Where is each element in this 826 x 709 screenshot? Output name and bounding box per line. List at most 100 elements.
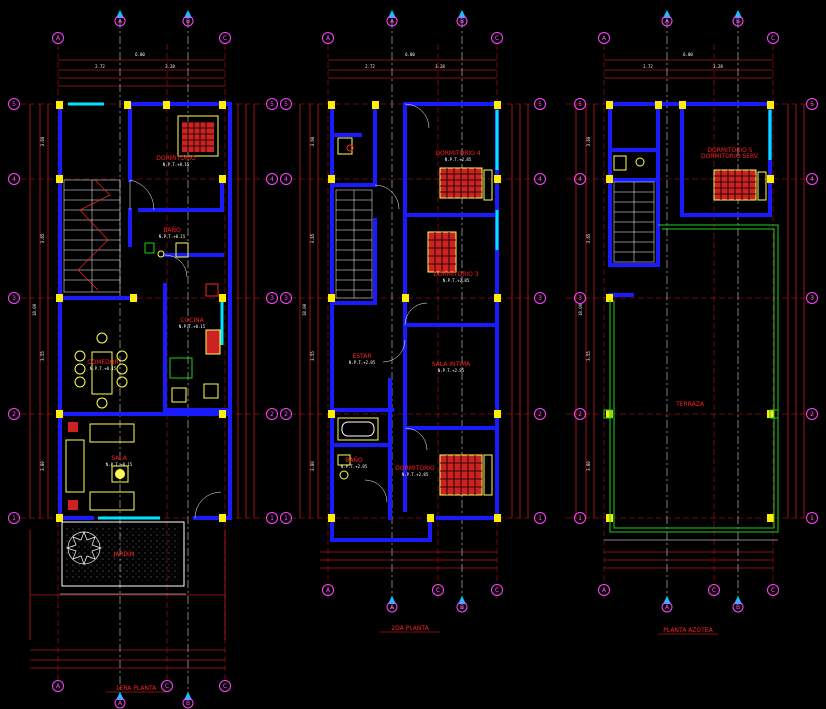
- axis-row-right-2-1: 4: [806, 173, 818, 185]
- axis-row-left-2-1-label: 4: [578, 176, 582, 183]
- plan1-garden-border: [61, 521, 185, 587]
- axis-c-bottom-2: C: [708, 584, 720, 596]
- dim-side-total-1: 18.00: [302, 303, 307, 316]
- axis-a-top-0-label: A: [56, 35, 61, 42]
- axis-row-right-0-3-label: 2: [270, 411, 274, 418]
- room-name-1-3: ESTAR: [352, 353, 371, 360]
- axis-row-right-1-1: 4: [534, 173, 546, 185]
- axis-row-right-0-1: 4: [266, 173, 278, 185]
- axis-row-right-1-3: 2: [534, 408, 546, 420]
- axis-a-mid-bottom-2: A: [661, 596, 673, 613]
- room-level-1-0: N.P.T.+2.85: [445, 157, 472, 162]
- dim-top-total-1: 6.00: [405, 52, 415, 57]
- axis-a-bottom-0-label: A: [56, 683, 61, 690]
- dim-row-span-1-3: 3.80: [310, 461, 315, 471]
- dim-row-span-1-1: 3.65: [310, 233, 315, 243]
- axis-a-mid-top-2: A: [661, 10, 673, 27]
- axis-row-left-1-1-label: 4: [284, 176, 288, 183]
- dim-top-total-0: 6.00: [135, 52, 145, 57]
- axis-row-right-0-4-label: 1: [270, 515, 274, 522]
- axis-a-top-1-label: A: [326, 35, 331, 42]
- axis-c-bottom-0: C: [161, 680, 173, 692]
- axis-c-bottom-1-label: C: [436, 587, 440, 594]
- dim-row-span-0-1: 3.65: [40, 233, 45, 243]
- plan-title-0: 1ERA PLANTA: [116, 685, 157, 692]
- axis-row-right-0-2: 3: [266, 292, 278, 304]
- dim-row-span-0-3: 3.80: [40, 461, 45, 471]
- dim-row-span-0-0: 3.60: [40, 136, 45, 146]
- axis-row-left-0-3-label: 2: [12, 411, 16, 418]
- room-level-1-4: N.P.T.+2.85: [341, 464, 368, 469]
- axis-c2-bottom-1-label: C: [495, 587, 499, 594]
- axis-a-top-1: A: [322, 32, 334, 44]
- axis-a-bottom-1-label: A: [326, 587, 331, 594]
- axis-row-left-2-3-label: 2: [578, 411, 582, 418]
- dim-top-b-0: 3.28: [165, 64, 175, 69]
- axis-row-left-1-3: 2: [280, 408, 292, 420]
- axis-row-left-2-1: 4: [574, 173, 586, 185]
- axis-row-left-1-2: 3: [280, 292, 292, 304]
- axis-c-bottom-0-label: C: [165, 683, 169, 690]
- axis-row-left-0-2: 3: [8, 292, 20, 304]
- room-level-2-0: DORMITORIO SERV.: [701, 153, 759, 160]
- room-level-1-1: N.P.T.+2.85: [443, 278, 470, 283]
- plan2-walls: [330, 102, 499, 542]
- plan2-beds: [337, 137, 493, 496]
- axis-row-right-2-3-label: 2: [810, 411, 814, 418]
- dim-top-a-2: 2.72: [643, 64, 653, 69]
- plan1-doors: [129, 179, 222, 519]
- axis-row-left-0-0-label: 5: [12, 101, 16, 108]
- axis-row-right-1-2-label: 3: [538, 295, 542, 302]
- room-name-0-3: COMEDOR: [87, 359, 118, 366]
- axis-a-bottom-1: A: [322, 584, 334, 596]
- axis-row-left-2-4: 1: [574, 512, 586, 524]
- room-name-2-0: DORMITORIO 5: [707, 147, 752, 154]
- room-level-1-3: N.P.T.+2.85: [349, 360, 376, 365]
- axis-row-left-2-3: 2: [574, 408, 586, 420]
- room-name-2-1: TERRAZA: [675, 401, 705, 408]
- plan1-furniture: [65, 115, 221, 511]
- axis-a-mid-top-2-label: A: [665, 18, 670, 25]
- axis-row-left-2-2: 3: [574, 292, 586, 304]
- axis-b-mid-top-0-label: B: [186, 18, 190, 25]
- axis-row-left-0-3: 2: [8, 408, 20, 420]
- axis-row-left-1-3-label: 2: [284, 411, 288, 418]
- axis-row-left-2-2-label: 3: [578, 295, 582, 302]
- axis-a-bottom-2: A: [598, 584, 610, 596]
- axis-row-left-1-2-label: 3: [284, 295, 288, 302]
- plan-first-floor: [20, 20, 270, 700]
- axis-a-top-2-label: A: [602, 35, 607, 42]
- plan1-stairs: [63, 179, 121, 293]
- axis-b-mid-top-2-label: B: [736, 18, 740, 25]
- axis-c2-bottom-2-label: C: [771, 587, 775, 594]
- room-name-1-4: BAÑO: [345, 457, 363, 464]
- axis-row-left-1-0: 5: [280, 98, 292, 110]
- room-name-0-1: BAÑO: [163, 227, 181, 234]
- axis-row-right-2-0-label: 5: [810, 101, 814, 108]
- axis-row-right-1-3-label: 2: [538, 411, 542, 418]
- plan-title-1: 2DA PLANTA: [391, 625, 429, 632]
- tree-symbol: [65, 531, 103, 565]
- plan1-columns: [56, 101, 226, 522]
- axis-row-left-2-0: 5: [574, 98, 586, 110]
- room-level-0-0: N.P.T.+0.15: [163, 162, 190, 167]
- axis-c-top-1-label: C: [495, 35, 499, 42]
- room-name-1-5: DORMITORIO: [395, 465, 435, 472]
- axis-row-right-1-0: 5: [534, 98, 546, 110]
- axis-a-top-2: A: [598, 32, 610, 44]
- axis-c2-bottom-0: C: [219, 680, 231, 692]
- axis-c-bottom-2-label: C: [712, 587, 716, 594]
- axis-c2-bottom-2: C: [767, 584, 779, 596]
- terrace-outline: [603, 224, 779, 533]
- axis-a-mid-bottom-2-label: A: [665, 604, 670, 611]
- dim-top-a-1: 2.72: [365, 64, 375, 69]
- room-level-0-3: N.P.T.+0.15: [90, 366, 117, 371]
- axis-row-left-1-4: 1: [280, 512, 292, 524]
- axis-row-right-0-1-label: 4: [270, 176, 274, 183]
- room-level-1-2: N.P.T.+2.85: [438, 368, 465, 373]
- axis-row-right-2-1-label: 4: [810, 176, 814, 183]
- plan1-dimensions: [29, 59, 255, 669]
- axis-c-top-2-label: C: [771, 35, 775, 42]
